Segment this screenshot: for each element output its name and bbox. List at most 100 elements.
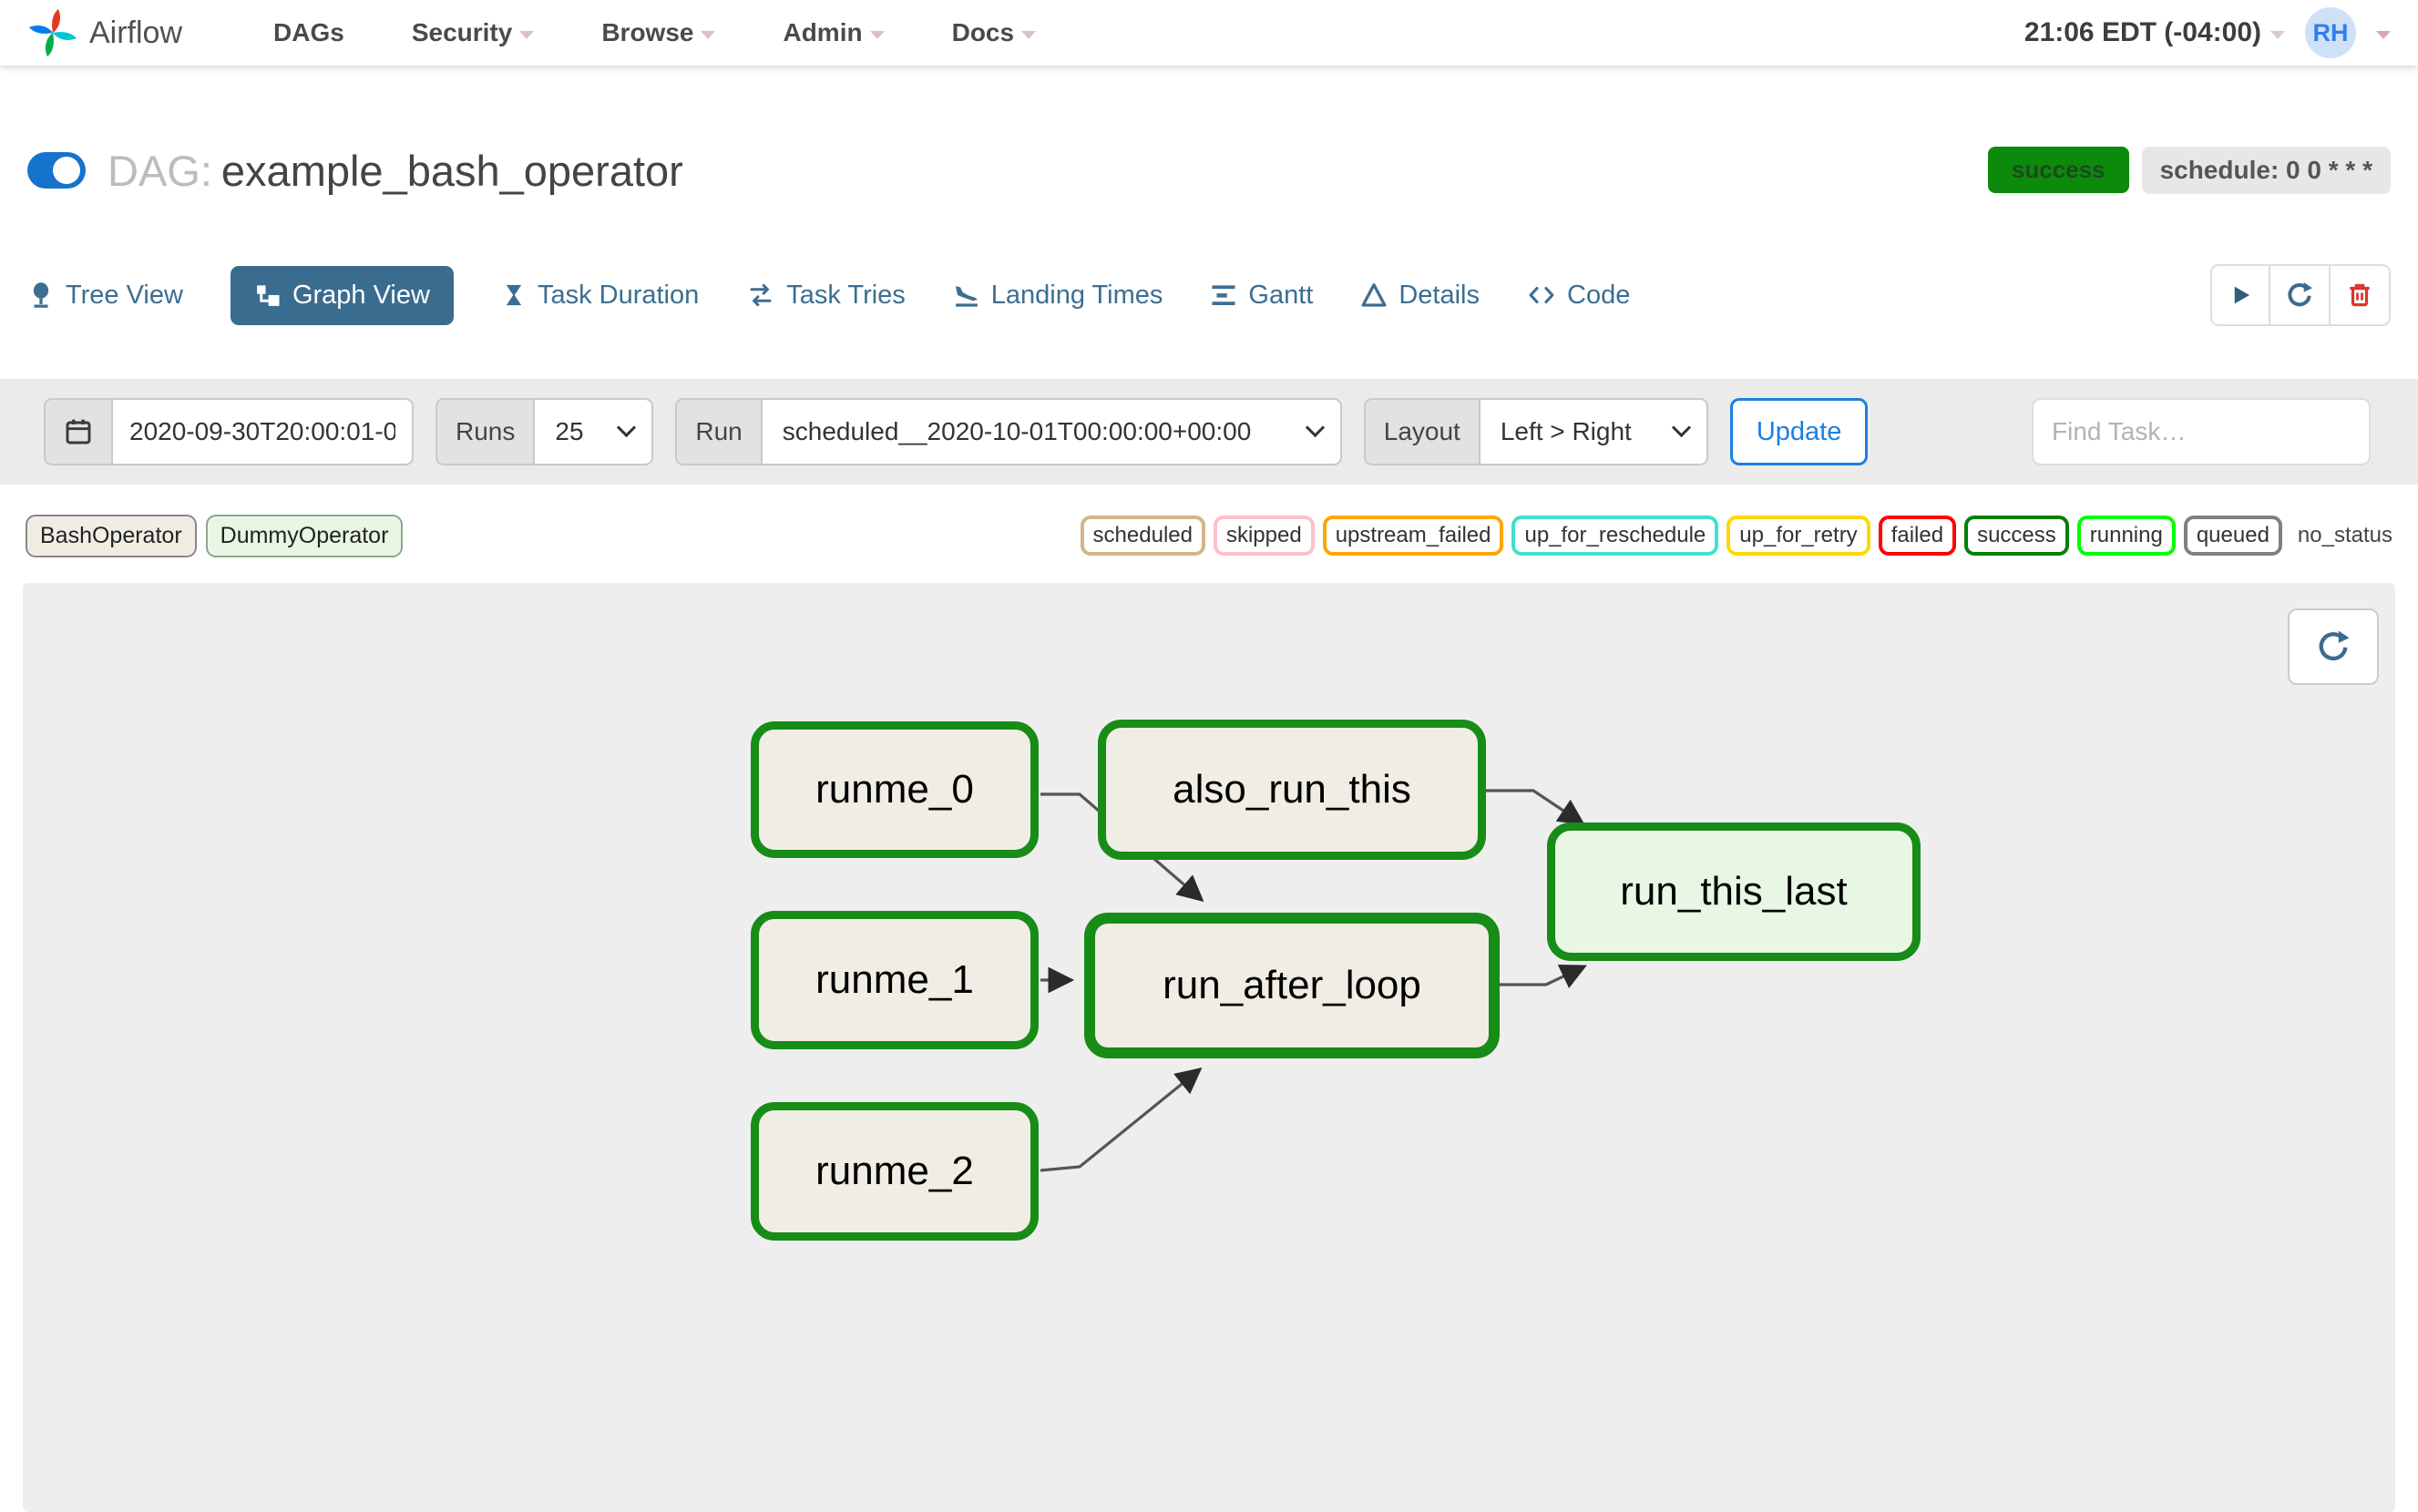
chevron-down-icon xyxy=(1021,30,1037,39)
edge-also_run_this-run_this_last xyxy=(1486,789,1585,825)
nav-item-dags[interactable]: DAGs xyxy=(273,18,344,47)
tab-label: Landing Times xyxy=(990,280,1163,310)
status-legend: scheduled skipped upstream_failed up_for… xyxy=(1080,516,2392,556)
gantt-bars-icon xyxy=(1212,285,1235,305)
tab-label: Tree View xyxy=(66,280,183,310)
tab-label: Gantt xyxy=(1248,280,1314,310)
refresh-dag-button[interactable] xyxy=(2270,264,2331,326)
dag-prefix: DAG: xyxy=(108,146,212,195)
nav-item-label: Docs xyxy=(951,18,1015,46)
layout-group: Layout Left > Right xyxy=(1363,398,1708,465)
refresh-icon xyxy=(2319,630,2350,661)
code-icon xyxy=(1529,286,1554,304)
triangle-icon xyxy=(1361,283,1387,307)
chevron-down-icon xyxy=(869,30,885,39)
edge-runme_0-run_after_loop xyxy=(1040,792,1204,903)
dag-action-buttons xyxy=(2210,264,2391,326)
dag-badges: success schedule: 0 0 * * * xyxy=(1987,147,2391,194)
task-node-run_after_loop[interactable]: run_after_loop xyxy=(1084,913,1500,1058)
toggle-knob xyxy=(53,157,80,184)
brand-name: Airflow xyxy=(89,15,183,50)
schedule-badge[interactable]: schedule: 0 0 * * * xyxy=(2141,147,2391,194)
nav-item-admin[interactable]: Admin xyxy=(783,18,885,47)
dag-name: example_bash_operator xyxy=(220,146,683,195)
operator-pill-bash: BashOperator xyxy=(26,514,197,557)
tab-task-duration[interactable]: Task Duration xyxy=(501,281,699,311)
plane-landing-icon xyxy=(955,286,978,307)
task-node-runme_1[interactable]: runme_1 xyxy=(751,911,1039,1049)
chevron-down-icon xyxy=(519,30,535,39)
nav-item-security[interactable]: Security xyxy=(412,18,535,47)
calendar-button[interactable] xyxy=(44,398,113,465)
chevron-down-icon xyxy=(1671,417,1691,438)
nav-item-docs[interactable]: Docs xyxy=(951,18,1037,47)
operator-legend: BashOperator DummyOperator xyxy=(26,514,404,557)
clock-text: 21:06 EDT (-04:00) xyxy=(2024,17,2261,47)
status-pill-upstream-failed: upstream_failed xyxy=(1322,516,1504,556)
tab-details[interactable]: Details xyxy=(1360,281,1480,311)
user-avatar[interactable]: RH xyxy=(2305,7,2356,58)
tab-code[interactable]: Code xyxy=(1527,281,1630,311)
runs-value: 25 xyxy=(555,417,584,445)
timezone-dropdown[interactable]: 21:06 EDT (-04:00) xyxy=(2024,17,2285,48)
dag-pause-toggle[interactable] xyxy=(27,152,86,189)
tab-graph-view[interactable]: Graph View xyxy=(230,265,454,325)
trigger-dag-button[interactable] xyxy=(2210,264,2270,326)
status-pill-queued: queued xyxy=(2183,516,2282,556)
dag-header: DAG:example_bash_operator success schedu… xyxy=(0,138,2418,202)
dag-graph-canvas[interactable]: runme_0 also_run_this runme_1 run_after_… xyxy=(23,583,2395,1512)
task-node-runme_2[interactable]: runme_2 xyxy=(751,1102,1039,1241)
navbar: Airflow DAGs Security Browse Admin Docs … xyxy=(0,0,2418,66)
refresh-icon xyxy=(2288,282,2312,307)
tab-label: Task Tries xyxy=(786,280,906,310)
airflow-brand[interactable]: Airflow xyxy=(27,7,182,58)
dag-edges xyxy=(1040,789,1587,1172)
repeat-icon xyxy=(750,283,772,307)
tab-task-tries[interactable]: Task Tries xyxy=(746,281,906,311)
dag-status-badge: success xyxy=(1987,147,2129,193)
base-date-group xyxy=(44,398,414,465)
navbar-right: 21:06 EDT (-04:00) RH xyxy=(2024,7,2391,58)
chevron-down-icon xyxy=(617,417,637,438)
nav-item-label: Browse xyxy=(601,18,694,46)
status-pill-skipped: skipped xyxy=(1213,516,1315,556)
tree-icon xyxy=(33,282,49,308)
chevron-down-icon xyxy=(701,30,716,39)
task-node-also_run_this[interactable]: also_run_this xyxy=(1098,720,1486,860)
chevron-down-icon xyxy=(1305,417,1325,438)
status-label-no-status: no_status xyxy=(2297,523,2392,547)
tab-label: Task Duration xyxy=(537,280,700,310)
edge-runme_2-run_after_loop xyxy=(1040,1067,1203,1172)
runs-label: Runs xyxy=(435,398,536,465)
airflow-pinwheel-icon xyxy=(29,9,77,56)
runs-select[interactable]: 25 xyxy=(535,398,654,465)
base-date-input[interactable] xyxy=(113,398,414,465)
nav-item-label: DAGs xyxy=(273,18,344,46)
sitemap-icon xyxy=(257,285,280,306)
tab-tree-view[interactable]: Tree View xyxy=(27,281,183,311)
view-tabs: Tree View Graph View Task Duration Task … xyxy=(0,262,2418,328)
chevron-down-icon xyxy=(2270,30,2285,39)
run-select[interactable]: scheduled__2020-10-01T00:00:00+00:00 xyxy=(762,398,1342,465)
run-group: Run scheduled__2020-10-01T00:00:00+00:00 xyxy=(675,398,1342,465)
delete-dag-button[interactable] xyxy=(2331,264,2391,326)
status-pill-up-for-reschedule: up_for_reschedule xyxy=(1511,516,1719,556)
update-button[interactable]: Update xyxy=(1729,398,1869,465)
find-task-input[interactable] xyxy=(2032,398,2371,465)
operator-pill-dummy: DummyOperator xyxy=(205,514,404,557)
legend-row: BashOperator DummyOperator scheduled ski… xyxy=(0,506,2418,565)
task-node-runme_0[interactable]: runme_0 xyxy=(751,721,1039,858)
tab-landing-times[interactable]: Landing Times xyxy=(953,281,1163,311)
run-label: Run xyxy=(675,398,763,465)
task-node-run_this_last[interactable]: run_this_last xyxy=(1547,822,1921,961)
layout-select[interactable]: Left > Right xyxy=(1480,398,1708,465)
runs-group: Runs 25 xyxy=(435,398,654,465)
run-value: scheduled__2020-10-01T00:00:00+00:00 xyxy=(782,417,1252,445)
nav-item-browse[interactable]: Browse xyxy=(601,18,716,47)
nav-menu: DAGs Security Browse Admin Docs xyxy=(273,18,1037,47)
status-pill-scheduled: scheduled xyxy=(1080,516,1205,556)
graph-refresh-button[interactable] xyxy=(2288,608,2379,685)
tab-gantt[interactable]: Gantt xyxy=(1210,281,1313,311)
tab-label: Code xyxy=(1567,280,1631,310)
status-pill-up-for-retry: up_for_retry xyxy=(1726,516,1870,556)
